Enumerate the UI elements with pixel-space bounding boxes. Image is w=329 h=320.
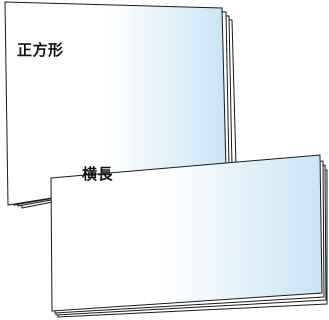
square-card-stack bbox=[4, 1, 237, 209]
landscape-card-label: 横長 bbox=[82, 165, 114, 183]
square-card-label: 正方形 bbox=[17, 41, 64, 59]
landscape-card-front-sheet bbox=[50, 154, 323, 312]
landscape-card-stack bbox=[50, 154, 328, 318]
